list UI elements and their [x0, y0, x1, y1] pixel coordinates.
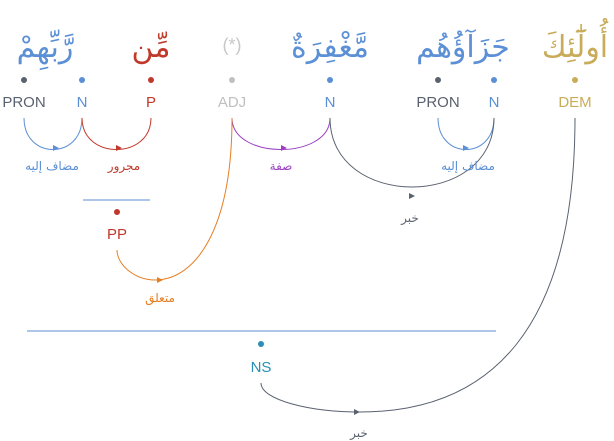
- arrowhead-majrur: [116, 145, 122, 151]
- tag-n-rabb: N: [77, 94, 88, 111]
- tag-ns: NS: [251, 359, 272, 376]
- label-khabar-2: خبر: [349, 426, 368, 441]
- tag-pron-him: PRON: [2, 94, 45, 111]
- label-mudaf-ilayh-1: مضاف إليه: [441, 159, 495, 173]
- word-rabbihim: رَّبِّهِمْ: [17, 30, 75, 71]
- label-mudaf-ilayh-2: مضاف إليه: [25, 159, 79, 173]
- arc-khabar-2: [260, 117, 576, 413]
- dot-n1: [491, 77, 497, 83]
- dot-n3: [79, 77, 85, 83]
- dot-p: [148, 77, 154, 83]
- dot-pron2: [21, 77, 27, 83]
- tag-adj: ADJ: [218, 94, 246, 111]
- arc-sifa: [231, 117, 331, 150]
- tag-pron-hum: PRON: [416, 94, 459, 111]
- word-maghfiratun: مَّغْفِرَةٌ: [291, 30, 369, 65]
- dot-ns: [258, 341, 264, 347]
- label-mutaallaq: متعلق: [145, 291, 175, 306]
- dot-adj: [229, 77, 235, 83]
- arrowhead-mudaf-ilayh-1: [463, 145, 469, 151]
- label-majrur: مجرور: [107, 159, 140, 174]
- word-jazaauhum: جَزَآؤُهُم: [416, 29, 510, 65]
- tag-pp: PP: [107, 226, 127, 243]
- tag-dots: [21, 77, 578, 83]
- word-hidden-star: (*): [223, 35, 242, 55]
- tag-dem: DEM: [558, 94, 591, 111]
- arc-mudaf-ilayh-2: [23, 117, 83, 150]
- arrowhead-mutaallaq: [157, 277, 163, 283]
- word-ulaika: أُولَٰٓئِكَ: [542, 17, 609, 65]
- label-khabar-1: خبر: [400, 211, 419, 226]
- dot-n2: [327, 77, 333, 83]
- arrowhead-mudaf-ilayh-2: [53, 145, 59, 151]
- tag-n-maghfira: N: [325, 94, 336, 111]
- label-sifa: صفة: [270, 159, 293, 173]
- dot-dem: [572, 77, 578, 83]
- dot-pron1: [435, 77, 441, 83]
- dot-pp: [114, 209, 120, 215]
- arc-majrur: [81, 117, 152, 150]
- arc-khabar-1: [329, 117, 495, 188]
- arc-mudaf-ilayh-1: [437, 117, 495, 150]
- arrowhead-sifa: [281, 145, 287, 151]
- arrowhead-khabar-1: [409, 193, 415, 199]
- tag-p: P: [146, 94, 156, 111]
- tag-n-jazaa: N: [489, 94, 500, 111]
- arrowhead-khabar-2: [354, 409, 360, 415]
- arc-mutaallaq: [116, 117, 233, 281]
- word-min: مِّن: [132, 30, 171, 65]
